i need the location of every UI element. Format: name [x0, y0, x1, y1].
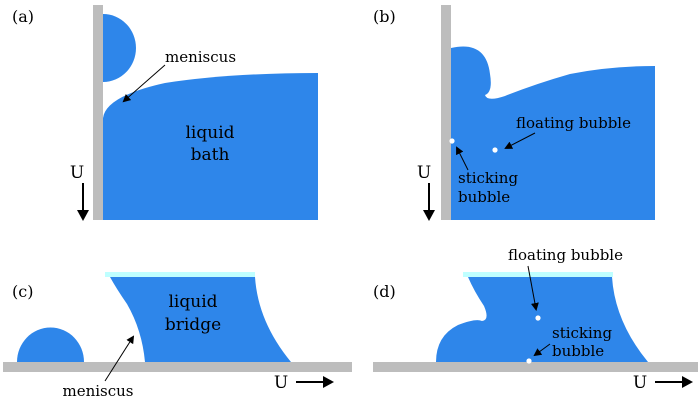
panel-c-velocity-arrow-head [323, 376, 334, 388]
panel-b-sticking-arrow [456, 146, 469, 171]
panel-c-meniscus-arrow [104, 335, 135, 382]
panel-b-floating-label: floating bubble [516, 114, 631, 132]
panel-b-sticking-bubble [449, 138, 455, 144]
panel-a-velocity-label: U [70, 163, 84, 183]
panel-b-liquid [451, 46, 655, 220]
panel-d-floating-bubble [535, 315, 541, 321]
panel-d-velocity-arrow-head [682, 376, 693, 388]
panel-a-bath-label-2: bath [191, 145, 230, 165]
panel-d-sticking-arrow [533, 343, 551, 357]
panel-b-floating-bubble [492, 147, 498, 153]
panel-b-label: (b) [373, 7, 396, 26]
panel-c-velocity-label: U [274, 373, 288, 393]
panel-d-floating-label: floating bubble [508, 246, 623, 264]
panel-d-sticking-label-2: bubble [552, 342, 604, 360]
panel-b-floating-arrow [504, 132, 536, 149]
panel-a-meniscus-label: meniscus [165, 48, 236, 66]
panel-a-wall [93, 5, 103, 220]
panel-c-meniscus-label: meniscus [62, 382, 133, 400]
panel-c-bridge-label-2: bridge [165, 315, 221, 335]
panel-c-bridge-label-1: liquid [168, 292, 217, 312]
panel-b: (b) floating bubble sticking bubble U [373, 5, 655, 221]
panel-d-velocity-label: U [633, 373, 647, 393]
panel-d: (d) floating bubble sticking bubble U [373, 246, 698, 393]
panel-b-wall [441, 5, 451, 220]
panel-c-substrate [3, 362, 352, 372]
panel-b-velocity-label: U [417, 163, 431, 183]
panel-c-liquid-bridge [110, 277, 291, 362]
panel-d-sticking-label-1: sticking [552, 324, 612, 342]
panel-c-label: (c) [12, 282, 33, 301]
panel-a-attached-drop [103, 14, 136, 82]
panel-d-top-plate [463, 272, 613, 277]
panel-d-label: (d) [373, 282, 396, 301]
panel-a-label: (a) [12, 7, 34, 26]
panel-c-top-plate [105, 272, 255, 277]
panel-d-sticking-bubble [526, 358, 532, 364]
panel-b-sticking-label-2: bubble [458, 188, 510, 206]
panel-c-sessile-drop [17, 327, 84, 362]
panel-a-liquid-bath [103, 73, 318, 220]
panel-a-velocity-arrow-head [77, 210, 89, 221]
panel-c: (c) liquid bridge meniscus U [3, 272, 352, 400]
panel-a-bath-label-1: liquid [185, 123, 234, 143]
panel-a: (a) meniscus liquid bath U [12, 5, 318, 221]
panel-d-liquid [436, 277, 648, 362]
panel-b-velocity-arrow-head [423, 210, 435, 221]
panel-a-meniscus-arrow [122, 64, 166, 103]
panel-b-sticking-label-1: sticking [458, 169, 518, 187]
panel-d-substrate [373, 362, 698, 372]
panel-d-floating-arrow [527, 265, 539, 311]
